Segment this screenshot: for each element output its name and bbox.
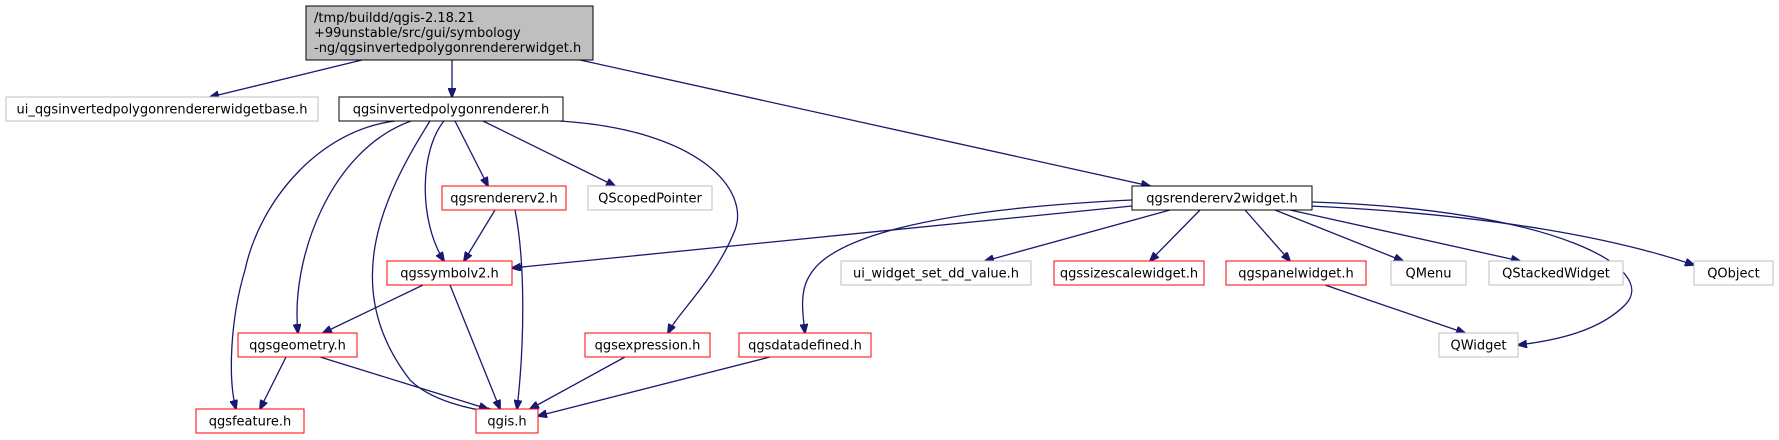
edge-widget-to-sizescale (1150, 209, 1201, 261)
edge-panel-to-qwidget (1324, 284, 1465, 333)
node-ui_dd[interactable]: ui_widget_set_dd_value.h (840, 260, 1032, 286)
node-box-qgis (475, 408, 539, 434)
node-box-sizescale (1053, 260, 1205, 286)
node-box-inverted (338, 96, 564, 122)
node-sizescale[interactable]: qgssizescalewidget.h (1053, 260, 1205, 286)
node-label-scoped: QScopedPointer (598, 192, 702, 207)
node-qgis[interactable]: qgis.h (475, 408, 539, 434)
node-widget[interactable]: qgsrendererv2widget.h (1131, 185, 1313, 211)
edge-widget-to-symbolv2 (512, 205, 1133, 268)
edge-inverted-to-expression (559, 120, 739, 333)
node-root: /tmp/buildd/qgis-2.18.21+99unstable/src/… (305, 5, 594, 61)
node-geometry[interactable]: qgsgeometry.h (237, 332, 358, 358)
edge-widget-to-ui_dd (985, 209, 1171, 261)
node-ui_base[interactable]: ui_qgsinvertedpolygonrendererwidgetbase.… (5, 96, 319, 122)
node-qobject[interactable]: QObject (1693, 260, 1774, 286)
node-qmenu[interactable]: QMenu (1390, 260, 1467, 286)
node-label-symbolv2: qgssymbolv2.h (400, 267, 499, 282)
edge-inverted-to-rendererv2 (454, 120, 488, 186)
edge-symbolv2-to-geometry (323, 284, 424, 333)
node-box-geometry (237, 332, 358, 358)
edge-root-to-widget (579, 59, 1150, 186)
edges-layer (210, 59, 1694, 416)
node-feature[interactable]: qgsfeature.h (195, 408, 305, 434)
edge-inverted-to-symbolv2 (424, 120, 444, 261)
node-label-datadefined: qgsdatadefined.h (748, 339, 862, 354)
node-box-rendererv2 (441, 185, 567, 211)
node-label-geometry: qgsgeometry.h (249, 339, 346, 354)
node-label-qstacked: QStackedWidget (1502, 267, 1610, 282)
node-box-qmenu (1390, 260, 1467, 286)
node-label-ui_base: ui_qgsinvertedpolygonrendererwidgetbase.… (17, 103, 308, 118)
node-label-qgis: qgis.h (487, 415, 526, 430)
node-box-feature (195, 408, 305, 434)
node-label-ui_dd: ui_widget_set_dd_value.h (853, 267, 1019, 282)
edge-inverted-to-scoped (482, 120, 615, 186)
node-expression[interactable]: qgsexpression.h (584, 332, 711, 358)
node-datadefined[interactable]: qgsdatadefined.h (738, 332, 872, 358)
node-label-rendererv2: qgsrendererv2.h (450, 192, 558, 207)
edge-widget-to-qmenu (1274, 209, 1403, 261)
node-symbolv2[interactable]: qgssymbolv2.h (386, 260, 513, 286)
node-label-widget: qgsrendererv2widget.h (1146, 192, 1297, 207)
node-label-qmenu: QMenu (1406, 267, 1452, 282)
node-box-scoped (587, 185, 713, 211)
node-label-feature: qgsfeature.h (209, 415, 292, 430)
node-rendererv2[interactable]: qgsrendererv2.h (441, 185, 567, 211)
node-box-qobject (1693, 260, 1774, 286)
node-box-ui_dd (840, 260, 1032, 286)
node-box-datadefined (738, 332, 872, 358)
edge-inverted-to-feature (231, 120, 396, 409)
node-label-sizescale: qgssizescalewidget.h (1060, 267, 1198, 282)
edge-geometry-to-feature (260, 356, 287, 409)
edge-root-to-ui_base (210, 59, 363, 97)
edge-widget-to-datadefined (803, 199, 1133, 333)
node-label-expression: qgsexpression.h (595, 339, 701, 354)
node-box-widget (1131, 185, 1313, 211)
node-label-root-line-3: -ng/qgsinvertedpolygonrendererwidget.h (314, 41, 581, 56)
edge-inverted-to-qgis (371, 120, 496, 412)
edge-geometry-to-qgis (319, 356, 488, 409)
node-label-qwidget: QWidget (1450, 339, 1506, 354)
nodes-layer: /tmp/buildd/qgis-2.18.21+99unstable/src/… (5, 5, 1774, 434)
node-box-root (305, 5, 594, 61)
node-box-ui_base (5, 96, 319, 122)
edge-widget-to-qwidget (1311, 201, 1633, 345)
edge-datadefined-to-qgis (538, 356, 771, 416)
edge-expression-to-qgis (530, 356, 626, 409)
node-panel[interactable]: qgspanelwidget.h (1225, 260, 1367, 286)
node-label-panel: qgspanelwidget.h (1238, 267, 1354, 282)
edge-widget-to-qobject (1309, 205, 1694, 265)
edge-widget-to-qstacked (1289, 209, 1520, 261)
node-inverted[interactable]: qgsinvertedpolygonrenderer.h (338, 96, 564, 122)
edge-symbolv2-to-qgis (449, 284, 500, 409)
node-qstacked[interactable]: QStackedWidget (1488, 260, 1624, 286)
node-box-qstacked (1488, 260, 1624, 286)
node-label-inverted: qgsinvertedpolygonrenderer.h (353, 103, 550, 118)
node-label-qobject: QObject (1707, 267, 1760, 282)
edge-widget-to-panel (1244, 209, 1290, 261)
node-box-qwidget (1438, 332, 1519, 358)
edge-inverted-to-geometry (297, 120, 412, 333)
node-box-symbolv2 (386, 260, 513, 286)
edge-rendererv2-to-symbolv2 (464, 209, 496, 261)
node-scoped[interactable]: QScopedPointer (587, 185, 713, 211)
edge-rendererv2-to-qgis (515, 209, 524, 409)
node-label-root-line-1: /tmp/buildd/qgis-2.18.21 (314, 11, 475, 26)
node-label-root-line-2: +99unstable/src/gui/symbology (314, 26, 521, 41)
node-qwidget[interactable]: QWidget (1438, 332, 1519, 358)
node-box-expression (584, 332, 711, 358)
node-box-panel (1225, 260, 1367, 286)
